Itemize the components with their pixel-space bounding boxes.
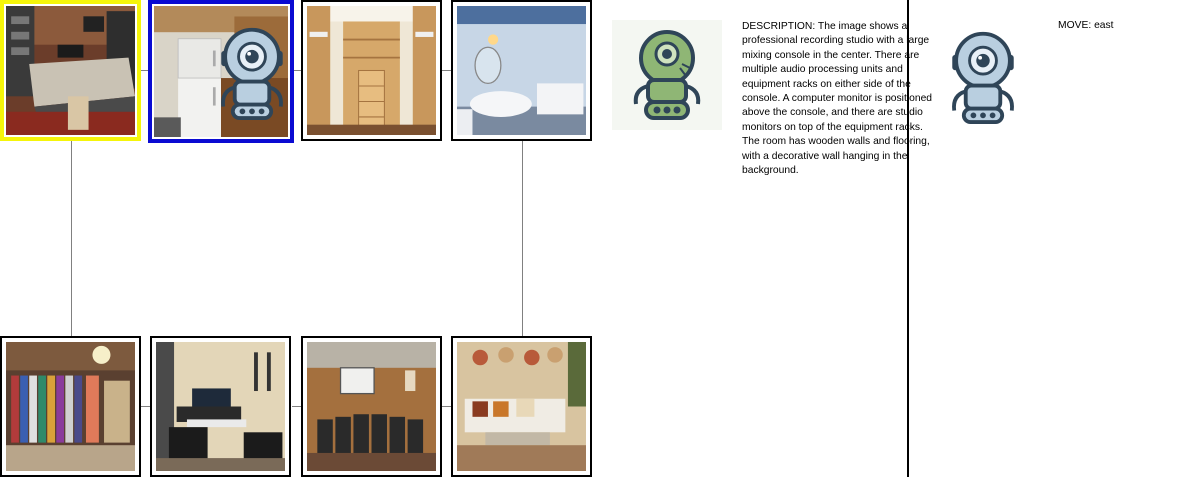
room-description: DESCRIPTION: The image shows a professio… bbox=[742, 20, 934, 178]
map-edge bbox=[442, 70, 454, 71]
map-edge bbox=[442, 406, 454, 407]
living-room-image bbox=[457, 342, 586, 471]
move-label: MOVE: bbox=[1058, 20, 1092, 31]
bathroom-image bbox=[457, 6, 586, 135]
room-tile-home-studio[interactable] bbox=[150, 336, 291, 477]
room-tile-bathroom[interactable] bbox=[451, 0, 592, 141]
map-edge bbox=[140, 70, 152, 71]
home-studio-image bbox=[156, 342, 285, 471]
panel-divider bbox=[907, 0, 909, 477]
room-tile-wardrobe-room[interactable] bbox=[0, 336, 141, 477]
map-edge bbox=[140, 406, 152, 407]
move-indicator: MOVE: east bbox=[1058, 20, 1114, 31]
room-map bbox=[0, 0, 600, 477]
wardrobe-room-image bbox=[6, 342, 135, 471]
recording-studio-image bbox=[6, 6, 135, 135]
description-label: DESCRIPTION: bbox=[742, 21, 816, 32]
robot-icon bbox=[213, 24, 291, 120]
room-tile-living-room[interactable] bbox=[451, 336, 592, 477]
green-robot-icon bbox=[612, 20, 722, 130]
map-edge bbox=[292, 406, 304, 407]
room-tile-recording-studio[interactable] bbox=[0, 0, 141, 141]
home-theater-image bbox=[307, 342, 436, 471]
move-direction: east bbox=[1094, 20, 1114, 31]
room-tile-home-theater[interactable] bbox=[301, 336, 442, 477]
map-edge bbox=[522, 141, 523, 337]
map-edge bbox=[292, 70, 304, 71]
room-tile-walk-in-closet[interactable] bbox=[301, 0, 442, 141]
description-text: The image shows a professional recording… bbox=[742, 21, 933, 177]
robot-icon bbox=[944, 28, 1022, 124]
map-edge bbox=[71, 141, 72, 337]
walk-in-closet-image bbox=[307, 6, 436, 135]
